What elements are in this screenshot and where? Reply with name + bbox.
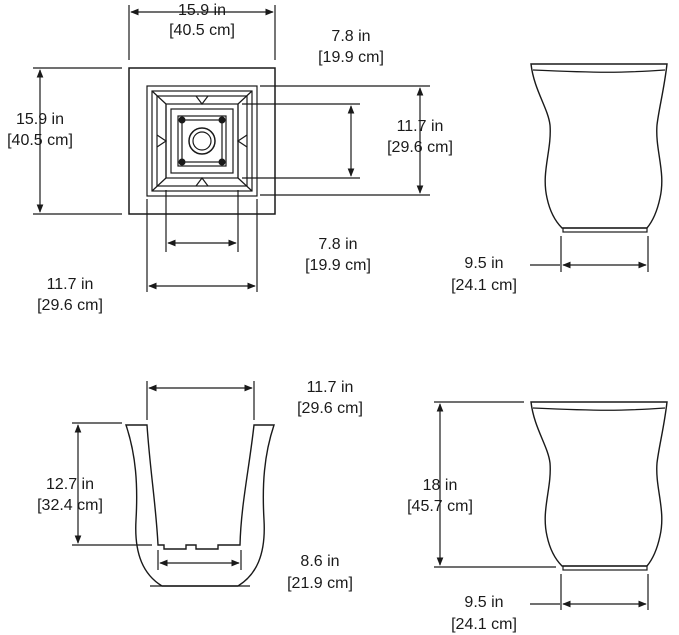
planter-outline-top [530, 63, 668, 229]
left-depth-label: 15.9 in [16, 111, 64, 128]
left-depth-metric: [40.5 cm] [7, 132, 73, 149]
inner-bottom-metric: [19.9 cm] [305, 257, 371, 274]
inner-top-metric: [19.9 cm] [318, 49, 384, 66]
top-view-inner-square [146, 85, 258, 197]
front-top-base-label: 9.5 in [464, 255, 503, 272]
front-bottom-base-metric: [24.1 cm] [451, 616, 517, 633]
section-opening-metric: [29.6 cm] [297, 400, 363, 417]
inner-right-metric: [29.6 cm] [387, 139, 453, 156]
front-view-bottom: 18 in [45.7 cm] 9.5 in [24.1 cm] [407, 401, 668, 633]
planter-outline-bottom [530, 401, 668, 567]
section-view: 11.7 in [29.6 cm] 12.7 in [32.4 cm] 8.6 … [37, 379, 363, 592]
section-depth-metric: [32.4 cm] [37, 497, 103, 514]
front-bottom-base-label: 9.5 in [464, 594, 503, 611]
top-view: 15.9 in [40.5 cm] 15.9 in [40.5 cm] 7.8 … [7, 2, 453, 314]
inner-right-label: 11.7 in [397, 118, 444, 135]
inner-bottom-label: 7.8 in [318, 236, 357, 253]
section-depth-label: 12.7 in [46, 476, 94, 493]
top-width-label: 15.9 in [178, 2, 226, 19]
top-view-outer-square [128, 67, 276, 215]
section-bottom-metric: [21.9 cm] [287, 575, 353, 592]
inner-top-label: 7.8 in [331, 28, 370, 45]
top-width-metric: [40.5 cm] [169, 22, 235, 39]
section-bottom-label: 8.6 in [300, 553, 339, 570]
front-bottom-height-metric: [45.7 cm] [407, 498, 473, 515]
front-view-top: 9.5 in [24.1 cm] [451, 63, 668, 294]
planter-section-outline [125, 424, 275, 587]
top-view-base-detail [151, 90, 253, 192]
base-width-metric: [29.6 cm] [37, 297, 103, 314]
base-width-label: 11.7 in [47, 276, 94, 293]
section-opening-label: 11.7 in [307, 379, 354, 396]
front-top-base-metric: [24.1 cm] [451, 277, 517, 294]
front-bottom-height-label: 18 in [423, 477, 458, 494]
